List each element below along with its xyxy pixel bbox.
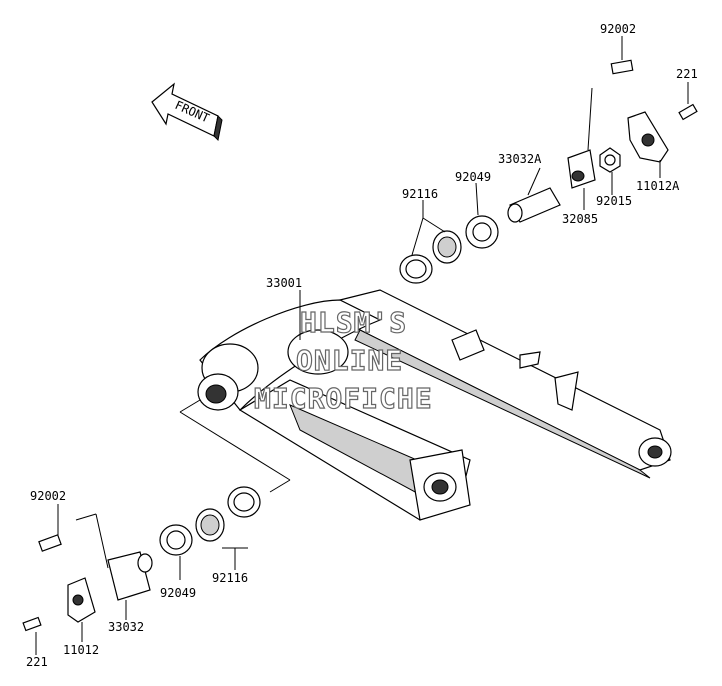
upper-bearing-set: [399, 59, 698, 284]
label-pivot-shaft-left: 33032: [108, 620, 144, 634]
label-bolt-top-right: 221: [676, 67, 698, 81]
part-labels: 92002 221 33032A 92049 92116 92015 32085…: [26, 22, 698, 669]
label-pivot-shaft-right: 33032A: [498, 152, 542, 166]
swingarm: [197, 289, 672, 521]
front-arrow-icon: FRONT: [151, 82, 223, 142]
label-bracket-upper: 11012A: [636, 179, 680, 193]
label-bearing-upper: 92116: [402, 187, 438, 201]
label-seal-lower: 92049: [160, 586, 196, 600]
label-nut-upper: 92015: [596, 194, 632, 208]
label-holder-upper: 32085: [562, 212, 598, 226]
label-bracket-lower: 11012: [63, 643, 99, 657]
lower-bearing-set: [22, 486, 261, 632]
watermark-line2: ONLINE: [296, 344, 403, 377]
watermark: HLSM'S ONLINE MICROFICHE: [253, 305, 433, 415]
label-bolt-lower: 92002: [30, 489, 66, 503]
label-bolt-lower-left: 221: [26, 655, 48, 669]
label-seal-upper: 92049: [455, 170, 491, 184]
watermark-line3: MICROFICHE: [254, 382, 433, 415]
leader-lines: [35, 36, 689, 655]
label-bolt-top: 92002: [600, 22, 636, 36]
label-swingarm: 33001: [266, 276, 302, 290]
watermark-line1: HLSM'S: [300, 306, 407, 339]
label-bearing-lower: 92116: [212, 571, 248, 585]
